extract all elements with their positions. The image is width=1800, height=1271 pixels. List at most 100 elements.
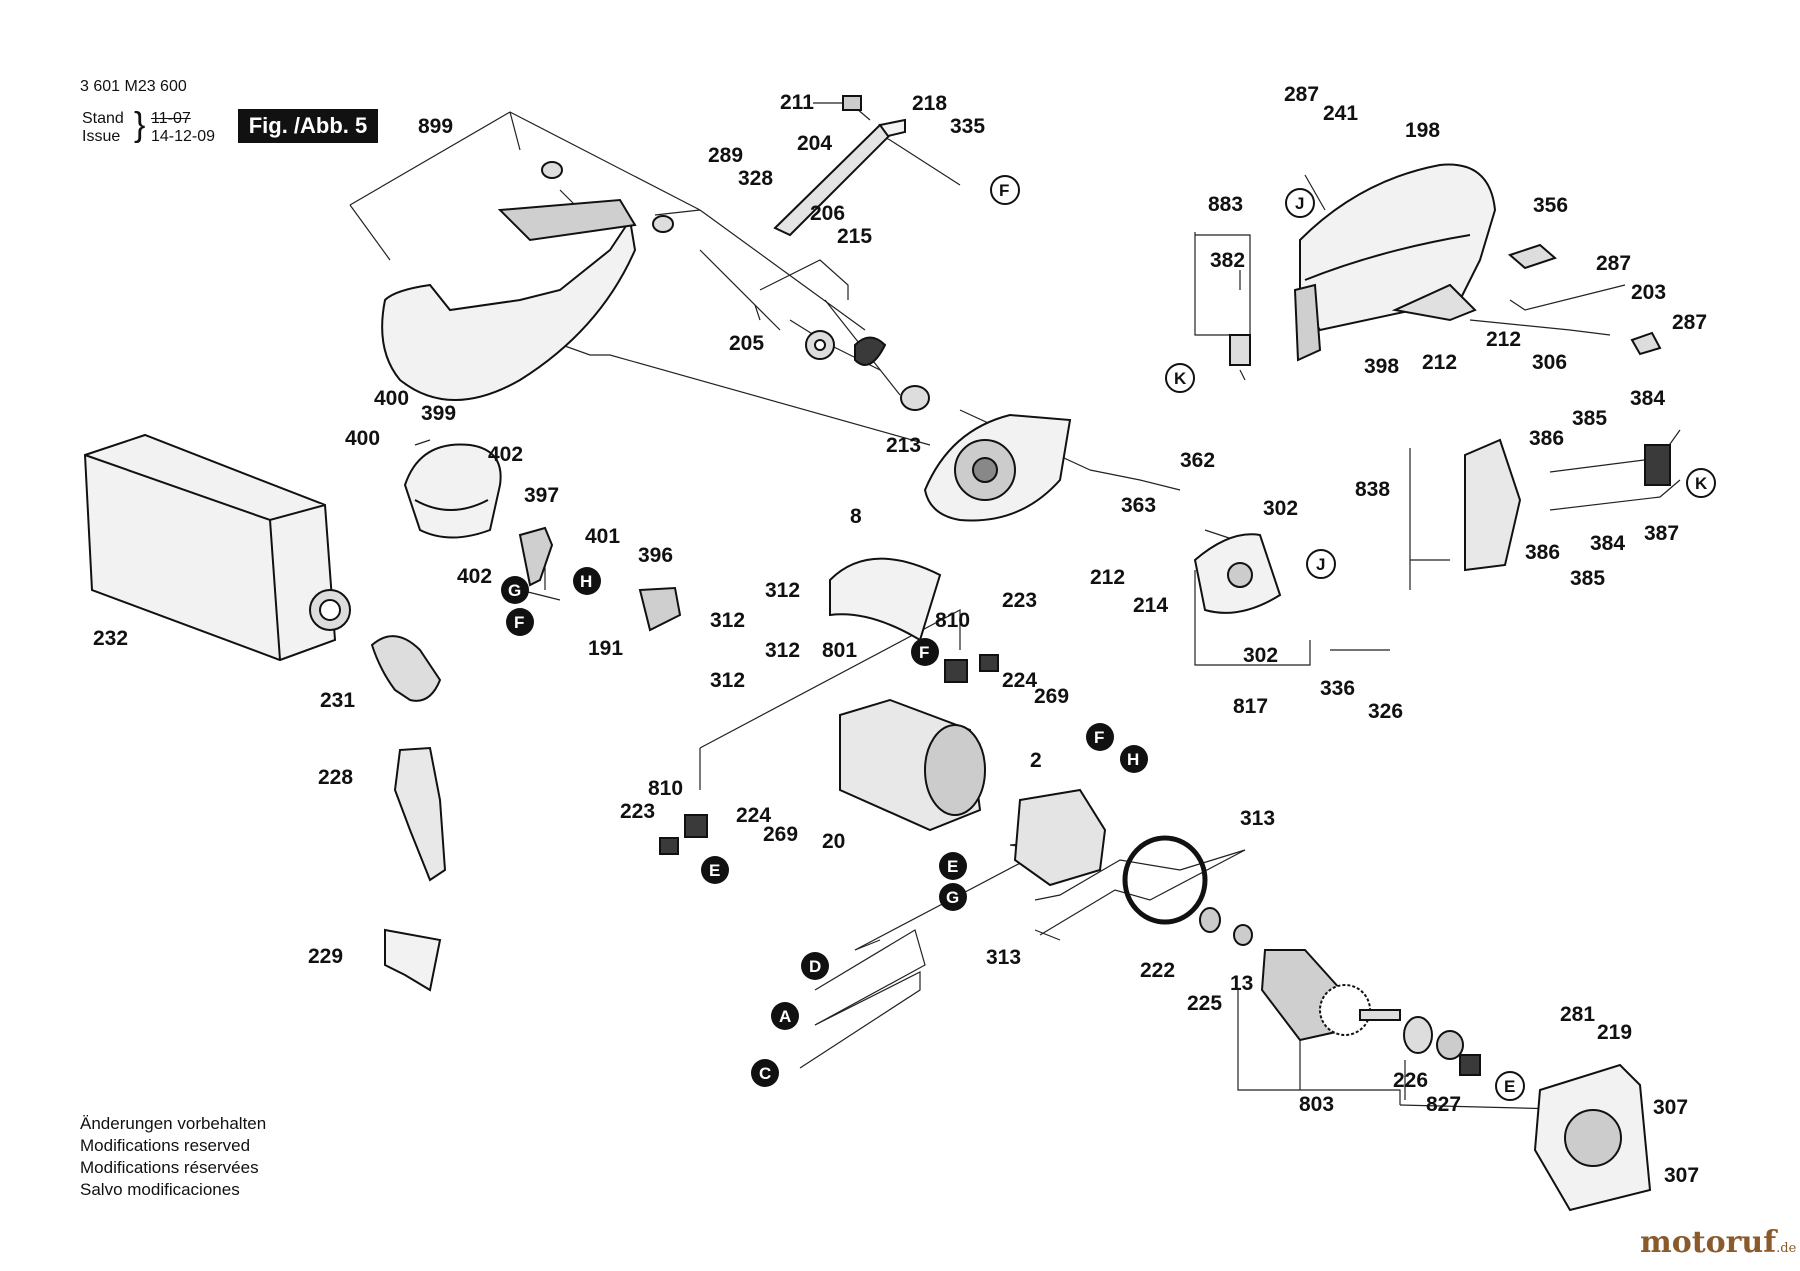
parts [83, 95, 1671, 1212]
footer-line: Änderungen vorbehalten [80, 1114, 267, 1133]
connector-marker: E [701, 856, 729, 884]
connector-marker: K [1686, 468, 1716, 498]
part-label: 401 [585, 525, 620, 548]
part-label: 803 [1299, 1093, 1334, 1116]
svg-text:F: F [514, 613, 524, 632]
part-label: 225 [1187, 992, 1222, 1015]
connector-marker: J [1285, 188, 1315, 218]
curved-plate [829, 557, 942, 642]
connector-marker: F [990, 175, 1020, 205]
part-label: 402 [457, 565, 492, 588]
part-label: 810 [648, 777, 683, 800]
connector-marker: D [801, 952, 829, 980]
part-label: 312 [710, 609, 745, 632]
part-label: 289 [708, 144, 743, 167]
part-label: 312 [765, 579, 800, 602]
svg-text:E: E [1504, 1077, 1515, 1096]
figure-label: Fig. /Abb. 5 [238, 109, 378, 143]
svg-text:G: G [508, 581, 521, 600]
part-label: 2 [1030, 749, 1042, 772]
svg-text:H: H [1127, 750, 1139, 769]
part-label: 218 [912, 92, 947, 115]
dust-cover [403, 443, 502, 539]
part-label: 356 [1533, 194, 1568, 217]
part-label: 204 [797, 132, 832, 155]
part-label: 382 [1210, 249, 1245, 272]
part-label: 302 [1263, 497, 1298, 520]
connector-marker: F [911, 638, 939, 666]
part-label: 399 [421, 402, 456, 425]
part-label: 386 [1529, 427, 1564, 450]
part-label: 307 [1664, 1164, 1699, 1187]
connector-marker: F [1086, 723, 1114, 751]
svg-text:K: K [1695, 474, 1708, 493]
lower-blade-guard [381, 217, 637, 401]
part-label: 212 [1090, 566, 1125, 589]
connector-markers: F J K G H F F [501, 175, 1716, 1101]
part-label: 384 [1590, 532, 1625, 555]
connector-marker: K [1165, 363, 1195, 393]
part-label: 231 [320, 689, 355, 712]
connector-marker: G [501, 576, 529, 604]
svg-text:D: D [809, 957, 821, 976]
part-label: 398 [1364, 355, 1399, 378]
part-label: 241 [1323, 102, 1358, 125]
svg-text:J: J [1295, 194, 1304, 213]
part-label: 313 [1240, 807, 1275, 830]
part-label: 287 [1596, 252, 1631, 275]
part-label: 212 [1422, 351, 1457, 374]
svg-text:J: J [1316, 555, 1325, 574]
part-label: 883 [1208, 193, 1243, 216]
svg-text:G: G [946, 888, 959, 907]
part-label: 838 [1355, 478, 1390, 501]
part-label: 224 [736, 804, 771, 827]
part-label: 400 [345, 427, 380, 450]
part-label: 281 [1560, 1003, 1595, 1026]
part-label: 385 [1572, 407, 1607, 430]
issue-date: 14-12-09 [151, 128, 216, 145]
part-label: 206 [810, 202, 845, 225]
part-label: 396 [638, 544, 673, 567]
part-label: 827 [1426, 1093, 1461, 1116]
part-label: 214 [1133, 594, 1168, 617]
connector-marker: J [1306, 549, 1336, 579]
issue-label: Issue [82, 128, 121, 145]
part-label: 810 [935, 609, 970, 632]
connector-marker: F [506, 608, 534, 636]
part-label: 211 [780, 91, 814, 114]
connector-marker: E [939, 852, 967, 880]
svg-text:A: A [779, 1007, 791, 1026]
part-label: 801 [822, 639, 857, 662]
part-label: 13 [1230, 972, 1253, 995]
dust-bag [83, 433, 337, 662]
part-label: 312 [710, 669, 745, 692]
part-label: 232 [93, 627, 128, 650]
part-label: 387 [1644, 522, 1679, 545]
connector-marker: A [771, 1002, 799, 1030]
connector-marker: C [751, 1059, 779, 1087]
part-label: 386 [1525, 541, 1560, 564]
part-label: 313 [986, 946, 1021, 969]
svg-text:F: F [999, 181, 1009, 200]
part-label: 328 [738, 167, 773, 190]
handle-cover [1464, 438, 1522, 572]
part-label: 400 [374, 387, 409, 410]
part-label: 306 [1532, 351, 1567, 374]
part-label: 224 [1002, 669, 1037, 692]
part-label: 287 [1672, 311, 1707, 334]
part-label: 336 [1320, 677, 1355, 700]
connector-marker: E [1495, 1071, 1525, 1101]
part-label: 287 [1284, 83, 1319, 106]
part-label: 384 [1630, 387, 1665, 410]
brand-tld: .de [1776, 1241, 1797, 1256]
part-number-labels: 899 211 218 335 204 289 328 206 215 205 … [93, 83, 1707, 1187]
part-label: 307 [1653, 1096, 1688, 1119]
part-label: 402 [488, 443, 523, 466]
footer-line: Modifications reserved [80, 1136, 251, 1155]
part-label: 326 [1368, 700, 1403, 723]
part-label: 228 [318, 766, 353, 789]
part-label: 385 [1570, 567, 1605, 590]
part-label: 213 [886, 434, 921, 457]
part-label: 229 [308, 945, 343, 968]
